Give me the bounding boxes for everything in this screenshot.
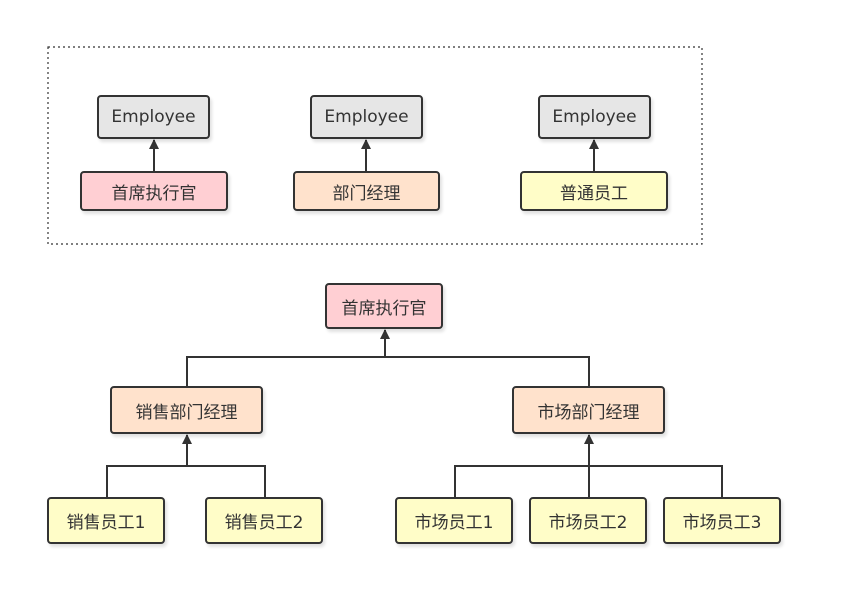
connector-market-staff-1 <box>454 465 589 497</box>
connector-sales-staff-1 <box>106 465 187 497</box>
org-ceo-box[interactable]: 首席执行官 <box>325 283 443 329</box>
legend-container <box>47 46 703 245</box>
connector-market-staff-3 <box>589 465 723 497</box>
connector-market-manager-to-ceo <box>385 356 590 386</box>
legend-ceo-box[interactable]: 首席执行官 <box>80 171 228 211</box>
connector-sales-manager-to-ceo <box>186 356 385 386</box>
legend-employee-box-3[interactable]: Employee <box>538 95 651 139</box>
org-sales-staff-2-box[interactable]: 销售员工2 <box>205 497 323 544</box>
org-market-staff-3-box[interactable]: 市场员工3 <box>663 497 781 544</box>
org-market-manager-box[interactable]: 市场部门经理 <box>512 386 665 434</box>
org-market-staff-1-box[interactable]: 市场员工1 <box>395 497 513 544</box>
legend-staff-box[interactable]: 普通员工 <box>520 171 668 211</box>
org-sales-staff-1-box[interactable]: 销售员工1 <box>47 497 165 544</box>
legend-employee-box-1[interactable]: Employee <box>97 95 210 139</box>
connector-sales-staff-2 <box>187 465 266 497</box>
legend-employee-box-2[interactable]: Employee <box>310 95 423 139</box>
org-sales-manager-box[interactable]: 销售部门经理 <box>110 386 263 434</box>
legend-manager-box[interactable]: 部门经理 <box>293 171 440 211</box>
org-market-staff-2-box[interactable]: 市场员工2 <box>529 497 647 544</box>
